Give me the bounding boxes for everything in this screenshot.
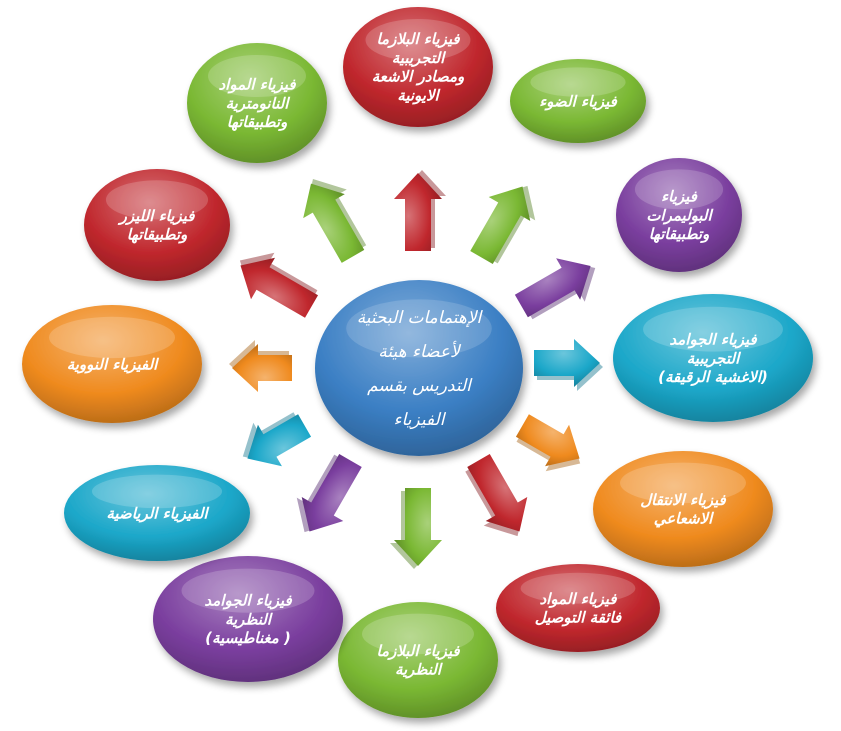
center-label: الإهتمامات البحثية xyxy=(357,308,484,328)
node-gloss xyxy=(530,67,626,97)
arrow-shape xyxy=(240,257,319,318)
node-label: الايونية xyxy=(397,86,440,104)
node-gloss xyxy=(643,306,783,352)
arrow-right-down xyxy=(515,414,581,472)
node-label: ومصادر الاشعة xyxy=(372,68,465,86)
node-label: (الاغشية الرقيقة) xyxy=(658,368,768,386)
center-ellipse xyxy=(315,280,523,456)
node-label: وتطبيقاتها xyxy=(649,225,710,243)
node-label: فيزياء الليزر xyxy=(118,207,196,225)
node-label: فيزياء البلازما xyxy=(376,642,460,660)
node-ellipse xyxy=(510,59,646,143)
node-label: فيزياء الجوامد xyxy=(204,592,292,610)
node-label: البوليمرات xyxy=(646,206,713,224)
arrow-shape xyxy=(514,258,591,318)
center-label: الفيزياء xyxy=(394,410,447,430)
arrows-layer xyxy=(229,170,603,569)
node-label: الاشعاعي xyxy=(654,510,714,528)
node-gloss xyxy=(181,568,315,613)
node-label: فيزياء البلازما xyxy=(376,30,460,48)
node-ellipse xyxy=(496,564,660,652)
center-node: الإهتمامات البحثية لأعضاء هيئة التدريس بقس… xyxy=(315,280,523,456)
node-gloss xyxy=(105,180,209,220)
node-gloss xyxy=(520,572,636,604)
arrow-shape xyxy=(247,414,312,467)
arrow-left-up xyxy=(239,252,319,318)
arrow-shape xyxy=(467,453,528,532)
arrow-shape xyxy=(301,453,362,532)
node-label: النانومترية xyxy=(226,94,291,112)
arrow-down-right xyxy=(465,453,528,537)
node-label: ( مغناطيسية) xyxy=(205,629,291,647)
node-mathematical: الفيزياء الرياضية xyxy=(64,465,250,561)
node-label: فيزياء المواد xyxy=(540,590,618,608)
arrow-left xyxy=(229,340,292,392)
arrow-up-right xyxy=(470,185,536,265)
arrow-shape xyxy=(394,488,442,566)
node-label: فيزياء الضوء xyxy=(539,92,617,110)
node-label: التجريبية xyxy=(392,49,446,67)
arrow-shape xyxy=(534,339,600,387)
node-ellipse xyxy=(187,43,327,163)
arrow-shape xyxy=(515,414,580,467)
arrow-shape xyxy=(470,186,531,265)
node-label: الفيزياء النووية xyxy=(67,355,159,373)
node-label: وتطبيقاتها xyxy=(127,226,188,244)
node-label: فيزياء الجوامد xyxy=(669,331,757,349)
node-label: النظرية xyxy=(395,661,443,679)
node-ellipse xyxy=(22,305,202,423)
node-label: فيزياء xyxy=(661,188,698,206)
node-label: فيزياء المواد xyxy=(219,76,297,94)
node-ellipse xyxy=(84,169,230,281)
arrow-right xyxy=(534,339,603,391)
node-ellipse xyxy=(153,556,343,682)
node-ellipse xyxy=(338,602,498,718)
node-label: الفيزياء الرياضية xyxy=(106,504,209,522)
arrow-left-down xyxy=(242,412,312,467)
node-gloss xyxy=(365,19,471,61)
node-label: التجريبية xyxy=(687,349,741,367)
node-label: وتطبيقاتها xyxy=(227,113,288,131)
arrow-shape xyxy=(303,183,365,263)
node-gloss xyxy=(91,474,223,509)
arrow-up-left xyxy=(303,179,367,263)
node-gloss xyxy=(49,316,175,359)
arrow-shape xyxy=(394,173,442,251)
center-gloss xyxy=(346,299,492,358)
node-ellipse xyxy=(64,465,250,561)
node-label: فائقة التوصيل xyxy=(535,609,622,627)
node-gloss xyxy=(362,613,474,655)
arrow-down xyxy=(390,488,442,569)
arrow-down-left xyxy=(296,453,362,533)
arrow-shape xyxy=(232,344,292,392)
center-label: لأعضاء هيئة xyxy=(378,340,462,362)
node-ellipse xyxy=(613,294,813,422)
node-gloss xyxy=(634,169,724,210)
node-light: فيزياء الضوء xyxy=(510,59,646,143)
node-ellipse xyxy=(593,451,773,567)
node-label: فيزياء الانتقال xyxy=(640,491,726,509)
center-label: التدريس بقسم xyxy=(367,376,473,396)
node-nuclear: الفيزياء النووية xyxy=(22,305,202,423)
arrow-right-up xyxy=(514,258,596,320)
node-ellipse xyxy=(616,158,742,272)
arrow-up xyxy=(394,170,446,251)
node-ellipse xyxy=(343,7,493,127)
node-gloss xyxy=(620,462,746,504)
node-gloss xyxy=(208,55,306,97)
node-label: النظرية xyxy=(225,610,273,628)
